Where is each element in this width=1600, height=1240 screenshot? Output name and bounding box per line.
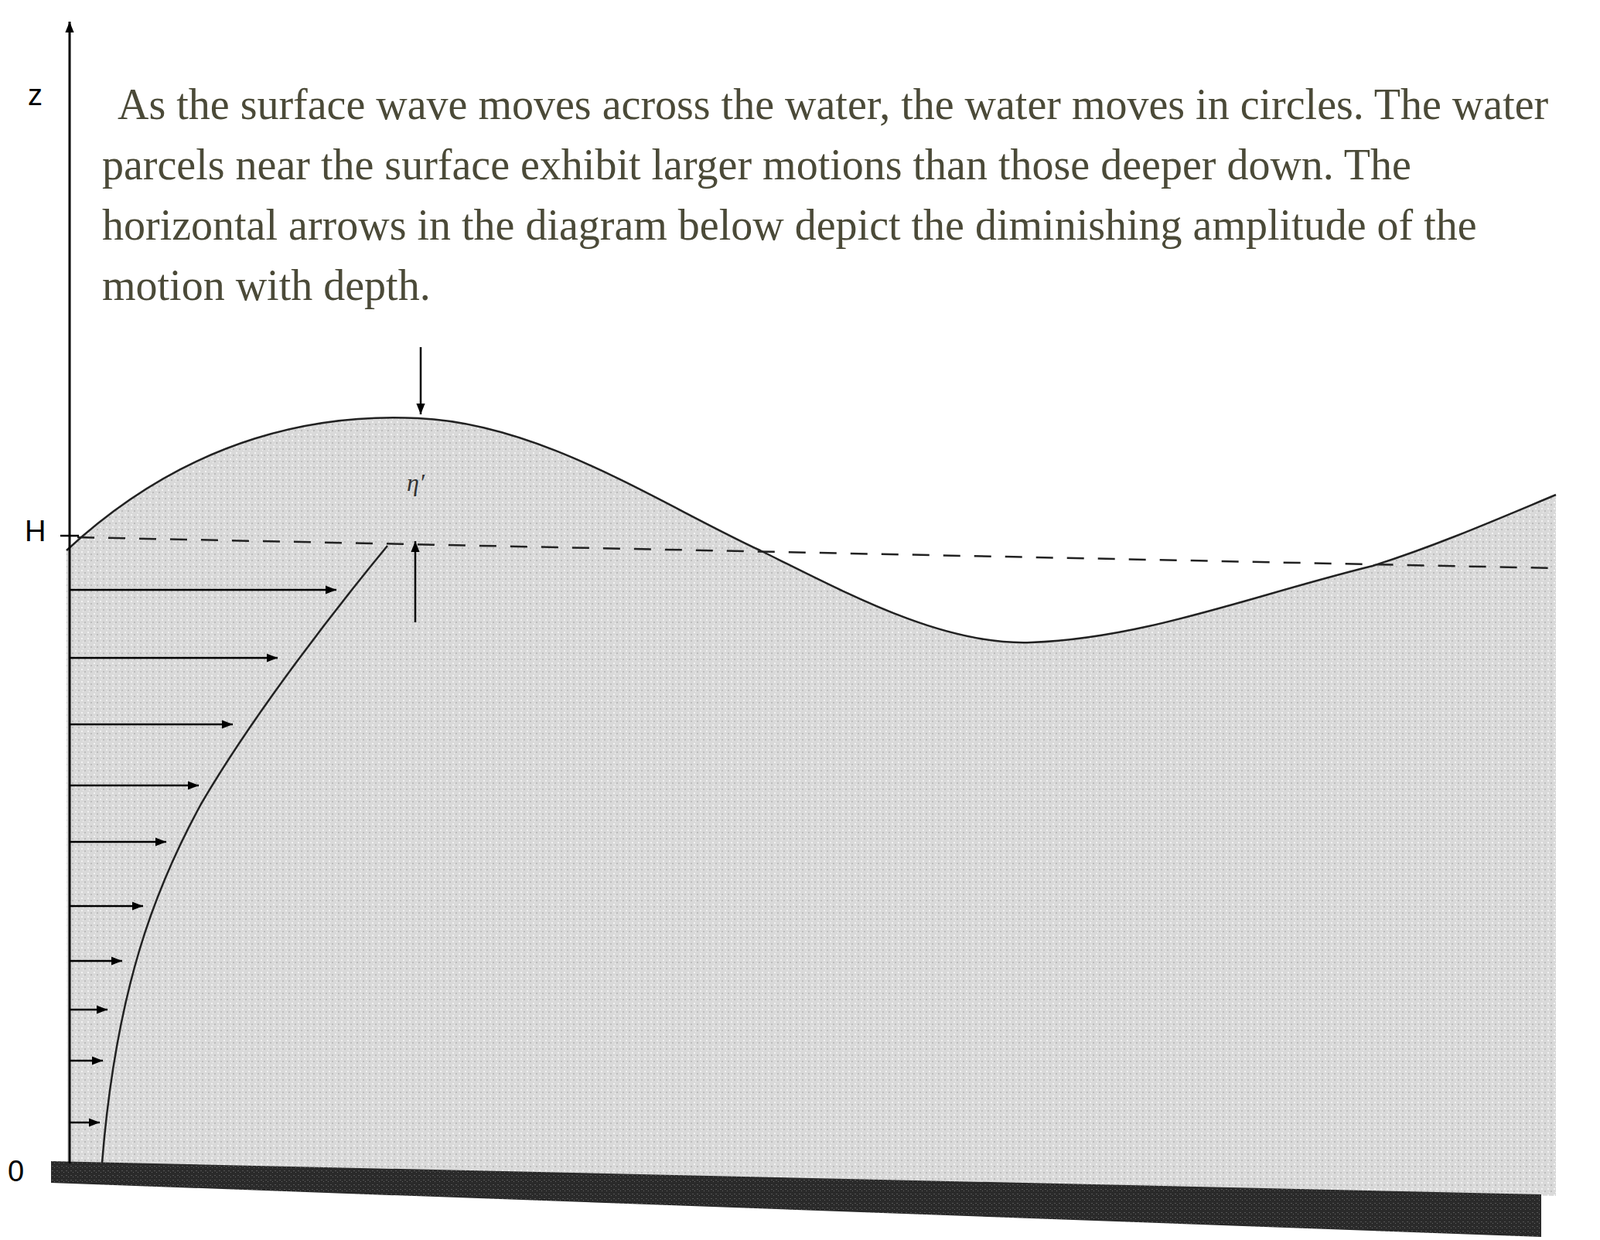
axis-label: H bbox=[24, 513, 46, 550]
eta-arrow-down bbox=[419, 347, 423, 415]
h-tick bbox=[60, 535, 79, 538]
water-surface bbox=[66, 417, 1556, 643]
amplitude-envelope bbox=[102, 545, 388, 1164]
axis-label: 0 bbox=[7, 1153, 24, 1190]
water-body bbox=[66, 417, 1556, 1197]
eta-arrow-up bbox=[414, 541, 417, 623]
axis-label: z bbox=[27, 77, 43, 113]
velocity-arrows bbox=[69, 590, 337, 1123]
sea-bed bbox=[51, 1161, 1542, 1238]
mean-level-line bbox=[77, 537, 1556, 569]
eta-label: η′ bbox=[406, 467, 425, 498]
description-text: As the surface wave moves across the wat… bbox=[102, 74, 1591, 316]
z-axis bbox=[68, 21, 72, 1164]
